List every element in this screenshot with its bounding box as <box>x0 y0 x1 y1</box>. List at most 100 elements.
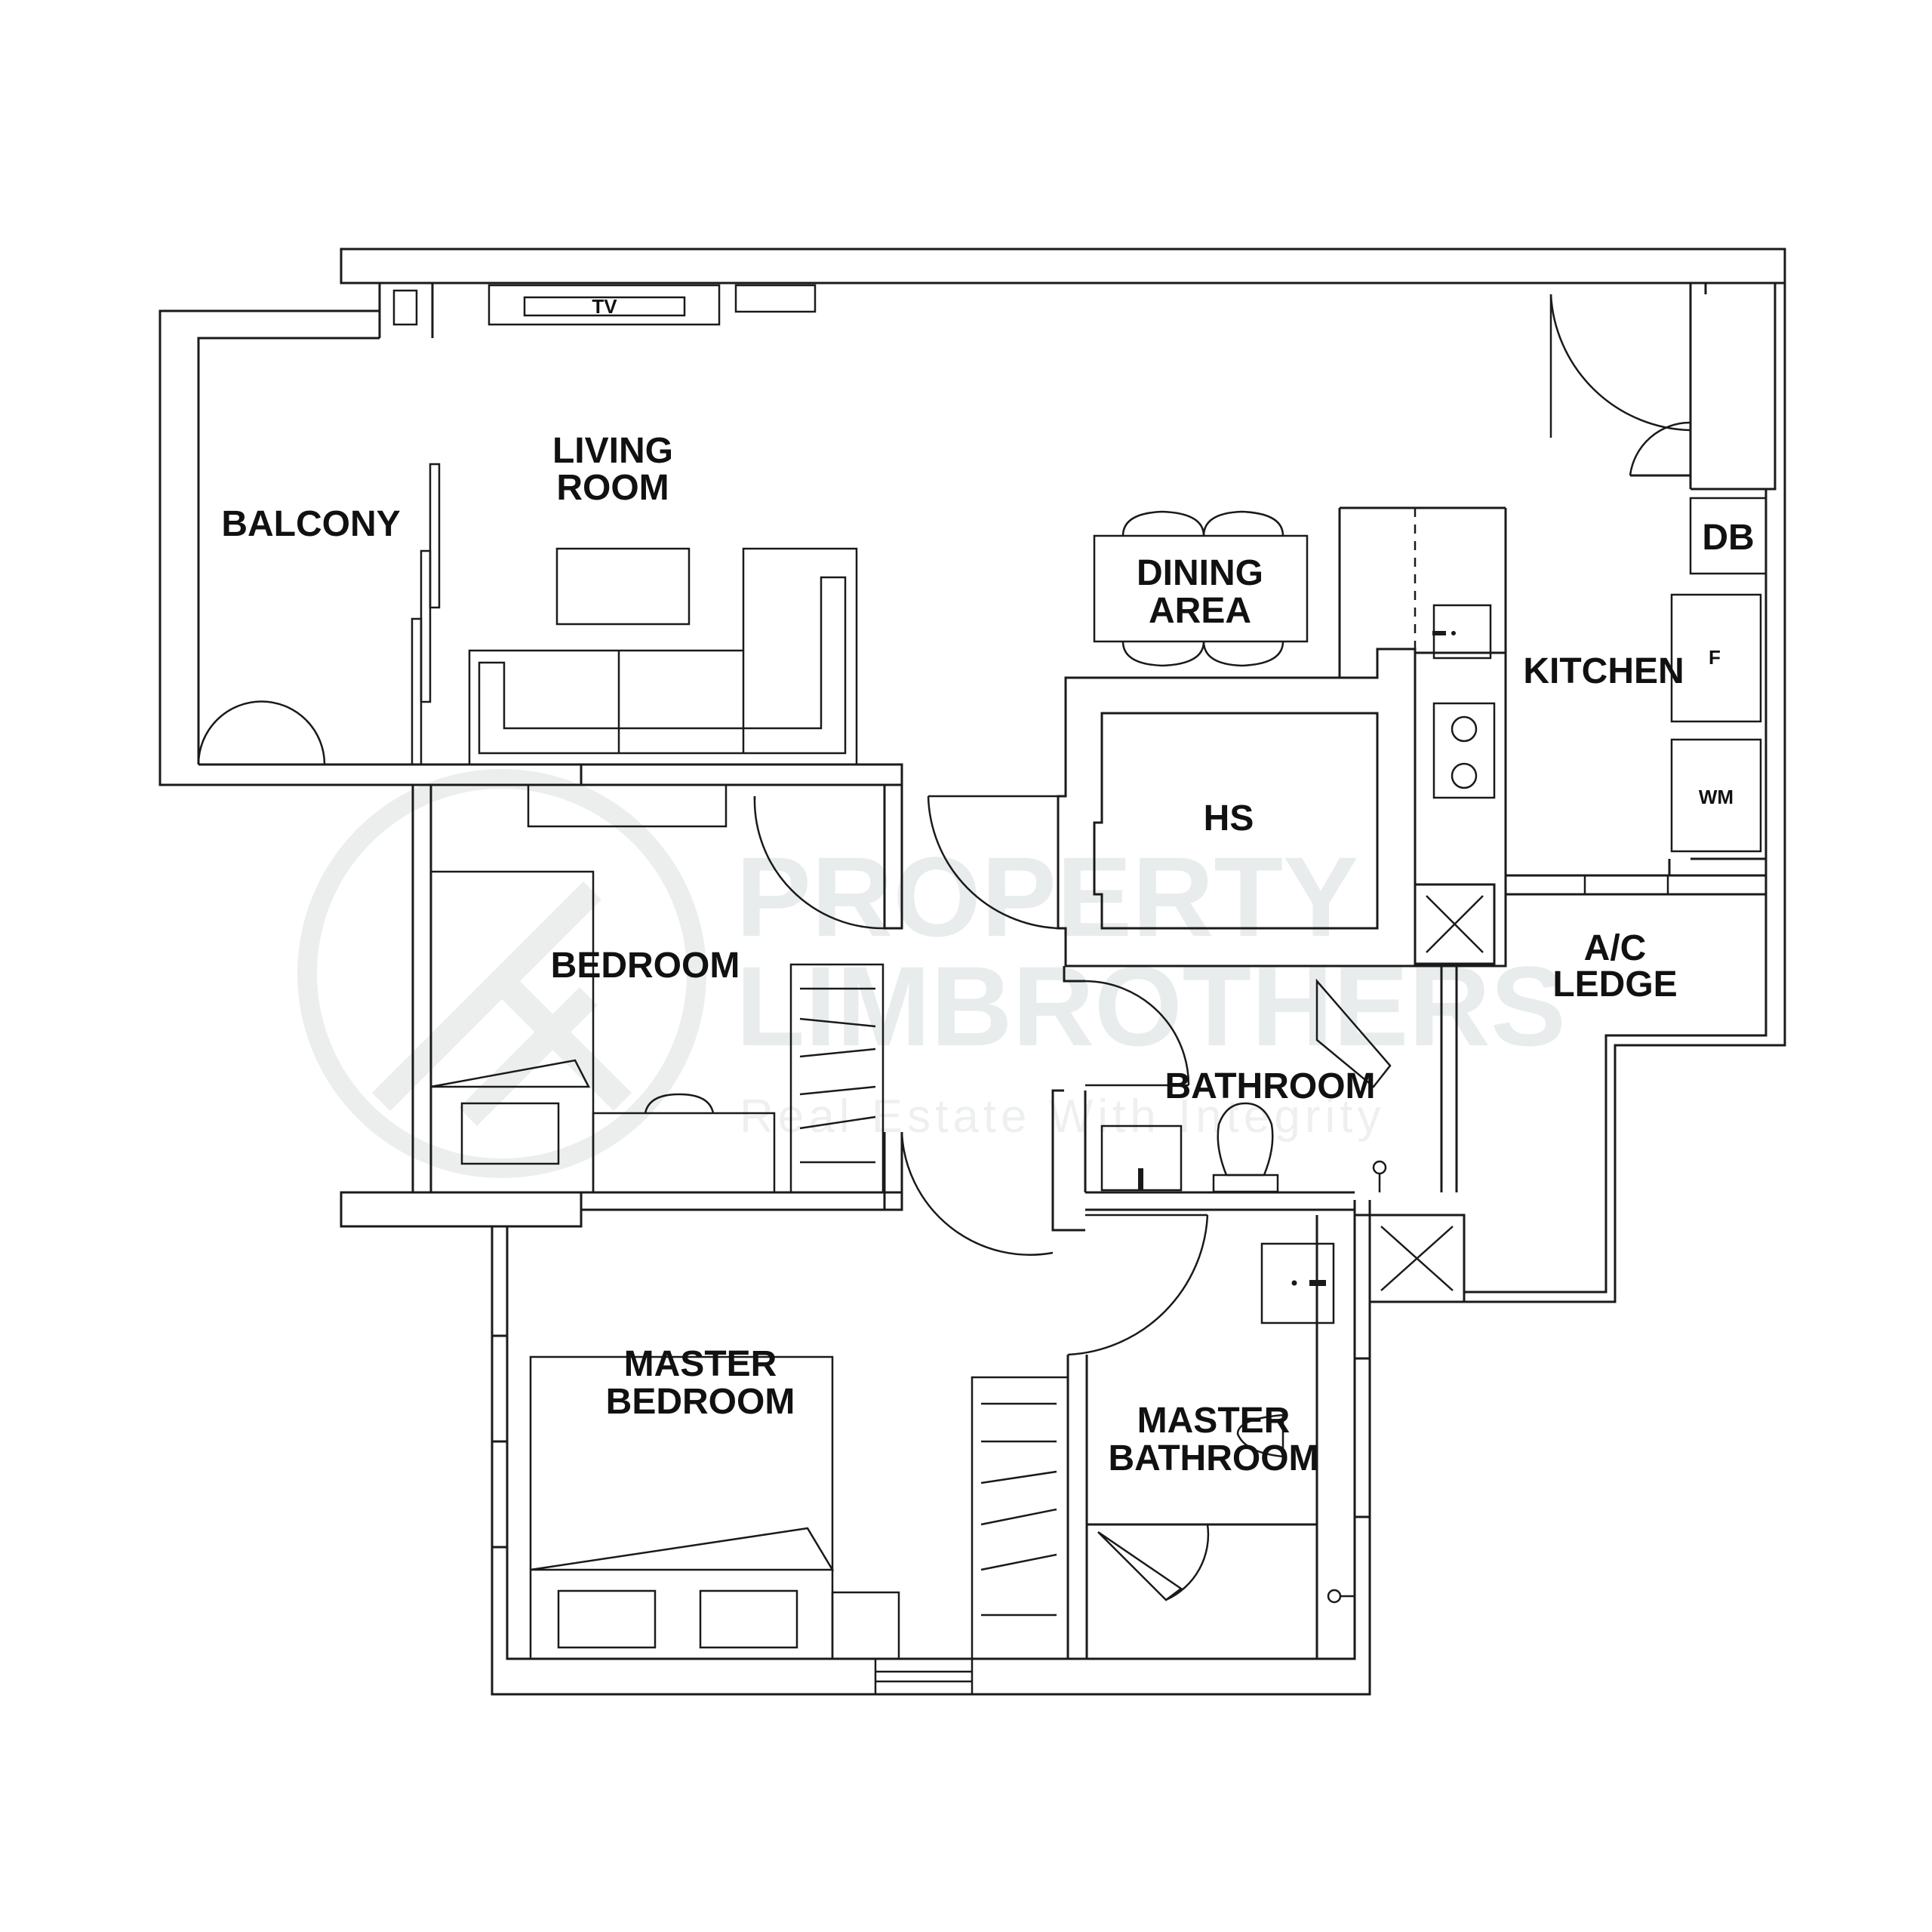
dining-table <box>1093 534 1309 643</box>
master-blanket <box>530 1527 835 1571</box>
master-wardrobe <box>971 1376 1069 1660</box>
bedroom-bed <box>429 870 595 1194</box>
hs-label: HS <box>1204 798 1254 838</box>
fridge-label: F <box>1709 646 1721 669</box>
hob-burner-a <box>1451 715 1478 743</box>
hs-door-swing <box>927 795 1059 930</box>
kitchen-shaft <box>1414 883 1496 965</box>
living-bedroom-slab <box>580 763 903 786</box>
living-room-label-1: LIVING <box>552 431 673 471</box>
master-pillow-b <box>699 1589 798 1649</box>
master-bedroom-label-1: MASTER <box>624 1344 777 1384</box>
toilet-bowl <box>1217 1102 1274 1177</box>
bedroom-desk <box>592 1112 776 1194</box>
balcony-slider-b <box>420 549 432 703</box>
dining-chair-bl <box>1121 641 1205 667</box>
bathroom-top-wall <box>1063 966 1085 983</box>
db-label: DB <box>1702 518 1754 558</box>
bathroom-fixtures <box>1084 978 1392 1193</box>
service-shaft-x2 <box>1380 1226 1454 1291</box>
kitchen-hob <box>1432 702 1496 799</box>
washing-machine-label: WM <box>1699 786 1734 808</box>
watermark-logo-mark <box>371 881 632 1127</box>
hs-bunker-outer <box>1057 648 1417 968</box>
master-bathroom-label-2: BATHROOM <box>1108 1438 1318 1478</box>
balcony-label: BALCONY <box>221 504 400 544</box>
shower-head <box>1372 1160 1387 1175</box>
master-pillow-a <box>557 1589 657 1649</box>
master-side-table <box>831 1591 900 1660</box>
living-furniture: TV <box>197 284 858 766</box>
dining-chair-br <box>1202 641 1284 667</box>
dining-label-1: DINING <box>1137 553 1263 593</box>
bedroom-wardrobe-l3 <box>799 1048 876 1058</box>
bathroom-left-wall <box>1051 1089 1085 1232</box>
entry-door-swing-b <box>1629 421 1691 476</box>
db-box <box>1689 497 1767 575</box>
bedroom-wardrobe <box>789 963 884 1194</box>
watermark-line1: PROPERTY <box>736 833 1358 960</box>
master-bath-window <box>1353 1357 1371 1518</box>
kitchen-fixtures: F WM <box>1414 294 1767 965</box>
bathroom-label: BATHROOM <box>1164 1066 1375 1106</box>
tv-screen <box>523 296 686 317</box>
ac-ledge-label-2: LEDGE <box>1552 964 1677 1004</box>
right-exterior-wall <box>1464 283 1786 1303</box>
dining-chair-tr <box>1202 510 1284 537</box>
living-room-label-2: ROOM <box>556 468 669 508</box>
master-toilet <box>1236 1414 1284 1458</box>
kitchen-tap-dot <box>1451 631 1456 635</box>
dining-label-2: AREA <box>1149 591 1251 631</box>
master-wardrobe-l3 <box>980 1470 1057 1484</box>
master-bath-left-wall <box>1066 1355 1088 1660</box>
hs-bunker-inner <box>1093 712 1379 930</box>
master-tap-dot <box>1291 1280 1297 1286</box>
ac-ledge-label-1: A/C <box>1584 928 1647 968</box>
balcony-door-swing <box>197 700 326 765</box>
toilet-cistern <box>1212 1174 1279 1193</box>
master-shower-door <box>1097 1531 1183 1601</box>
tv-label: TV <box>592 295 617 318</box>
kitchen-shaft-x2 <box>1426 895 1484 953</box>
master-wardrobe-l4 <box>980 1508 1057 1526</box>
bedroom-pillow <box>460 1102 560 1165</box>
master-basin <box>1260 1242 1335 1324</box>
master-furniture <box>529 1214 1209 1660</box>
bedroom-chair <box>644 1093 715 1114</box>
balcony-shaft-box <box>392 289 418 326</box>
washing-machine <box>1670 738 1762 853</box>
kitchen-tap <box>1432 631 1446 635</box>
bedroom-door-swing <box>753 795 885 930</box>
fridge <box>1670 593 1762 723</box>
master-shower-swing <box>1165 1524 1210 1601</box>
master-bath-fixtures <box>1097 1242 1355 1604</box>
master-wardrobe-l5 <box>980 1553 1057 1571</box>
balcony-slider-a <box>429 463 441 609</box>
service-shaft <box>1368 1214 1466 1303</box>
kitchen-label: KITCHEN <box>1523 651 1684 691</box>
coffee-table <box>555 547 691 626</box>
bedroom-right-wall-b <box>883 1132 903 1211</box>
bedroom-furniture <box>429 783 1059 1256</box>
bedroom-shelf <box>527 783 728 828</box>
bedroom-wardrobe-l2 <box>799 1017 876 1028</box>
bedroom-wardrobe-l5 <box>799 1115 876 1130</box>
sofa-outer <box>468 547 858 766</box>
bathroom-basin <box>1100 1124 1183 1192</box>
balcony-wall-inner <box>197 337 380 764</box>
shower-door <box>1315 978 1392 1088</box>
top-cabinet <box>734 284 817 313</box>
watermark-logo-ring <box>297 769 706 1178</box>
bedroom-label: BEDROOM <box>551 946 740 986</box>
bedroom-bottom-slab <box>340 1191 583 1228</box>
sofa-inner <box>478 576 847 755</box>
master-bed <box>529 1355 834 1660</box>
bedroom-blanket <box>430 1059 591 1088</box>
hob-burner-b <box>1451 762 1478 789</box>
bedroom-window-wall <box>411 783 432 1194</box>
dining-furniture <box>1093 510 1309 667</box>
top-slab <box>340 248 1786 285</box>
room-labels: BALCONY LIVING ROOM DINING AREA KITCHEN … <box>221 431 1754 1478</box>
watermark-tagline: Real Estate With Integrity <box>740 1091 1386 1143</box>
